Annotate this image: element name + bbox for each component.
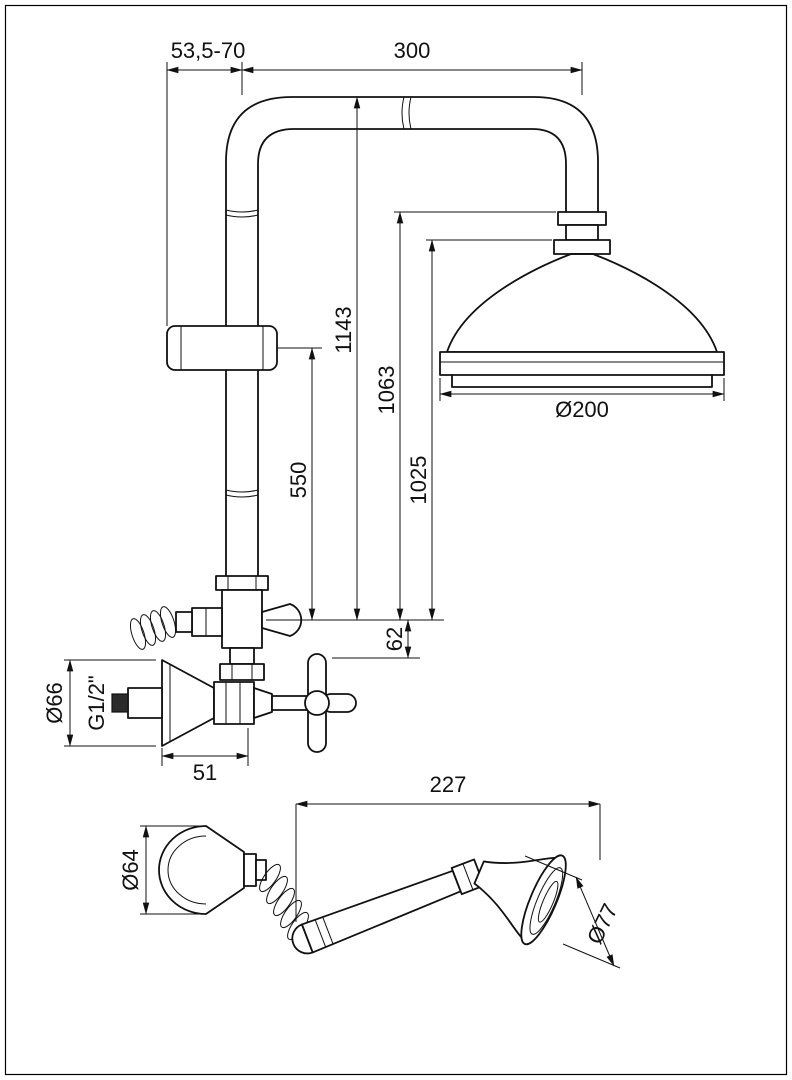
- label-thread-size: G1/2": [84, 675, 109, 731]
- stop-valve: [213, 681, 311, 725]
- drawing-frame: [4, 4, 788, 1076]
- dim-label-escutcheon-diameter: Ø66: [42, 682, 67, 724]
- dim-label-handshower-length: 227: [430, 772, 467, 797]
- dim-label-arm-reach: 300: [394, 38, 431, 63]
- dim-label-head-height: 1025: [406, 456, 431, 505]
- dim-label-valve-projection: 51: [193, 760, 217, 785]
- hose-coil-top: [129, 606, 177, 650]
- handshower-head: [473, 854, 567, 946]
- dim-column-lower-height: 550: [277, 347, 322, 621]
- wall-bracket: [166, 325, 278, 371]
- dim-wall-to-column: 53,5-70: [166, 38, 246, 326]
- supply-elbow: [158, 825, 267, 915]
- hand-shower: [291, 854, 567, 955]
- dim-label-supply-elbow-diameter: Ø64: [118, 849, 143, 891]
- dim-label-outlet-spacing: 62: [382, 627, 407, 651]
- dim-handshower-length: 227: [295, 772, 601, 922]
- dim-label-head-diameter: Ø200: [555, 397, 609, 422]
- dim-head-height: 1025: [406, 239, 552, 621]
- arm-connector: [553, 211, 611, 255]
- dim-arm-reach: 300: [241, 38, 583, 95]
- dim-outlet-spacing: 62: [266, 619, 444, 659]
- diverter-tee: [175, 575, 269, 649]
- dim-valve-projection: 51: [161, 728, 249, 785]
- dim-label-connector-height: 1063: [374, 366, 399, 415]
- cross-handle: [304, 653, 357, 753]
- dim-label-thread-size: G1/2": [84, 675, 109, 731]
- column-lower-fitting: [219, 647, 265, 681]
- dim-label-handshower-head-diameter: Ø77: [582, 900, 623, 948]
- dim-label-wall-to-column: 53,5-70: [171, 38, 246, 63]
- dim-supply-elbow-diameter: Ø64: [118, 825, 200, 915]
- dim-overall-height: 1143: [331, 96, 361, 621]
- shower-column-pipe: [225, 96, 599, 577]
- overhead-shower-head: [439, 253, 725, 388]
- dim-head-diameter: Ø200: [439, 378, 725, 422]
- wall-flange: [111, 659, 215, 747]
- dim-label-overall-height: 1143: [331, 306, 356, 353]
- dim-connector-height: 1063: [374, 211, 556, 621]
- dim-label-column-lower-height: 550: [286, 462, 311, 499]
- dim-escutcheon-diameter: Ø66: [42, 659, 156, 747]
